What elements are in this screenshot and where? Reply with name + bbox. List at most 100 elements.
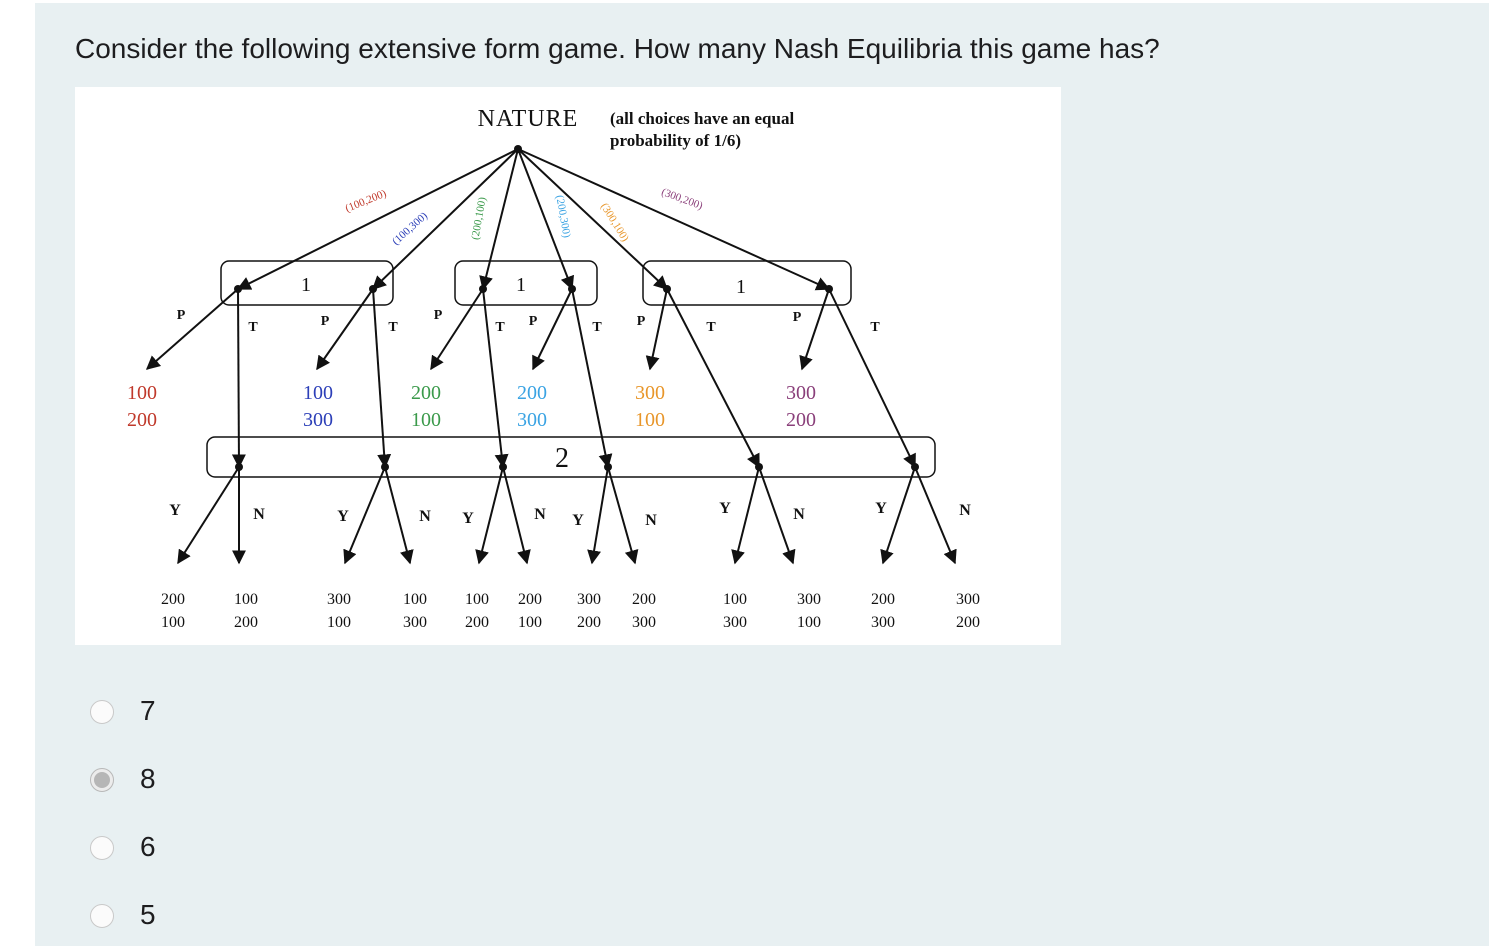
pass-payoff-top-6: 300	[786, 382, 816, 404]
game-tree-diagram: NATURE(all choices have an equalprobabil…	[127, 106, 980, 631]
no-edge-2	[384, 466, 414, 565]
final-payoff-top-10: 300	[797, 591, 821, 608]
option-7[interactable]: 7	[90, 693, 230, 733]
final-payoff-bottom-2: 200	[234, 614, 258, 631]
action-t-label-5: T	[706, 320, 716, 335]
action-n-label-4: N	[645, 512, 657, 529]
player1-node-4	[568, 285, 576, 293]
branch-label-5: (300,100)	[598, 201, 631, 244]
radio-button-selected[interactable]	[90, 768, 114, 792]
final-payoff-bottom-10: 100	[797, 614, 821, 631]
action-t-label-6: T	[870, 320, 880, 335]
branch-label-4: (200,300)	[553, 194, 572, 239]
nature-branch-1	[236, 148, 519, 290]
final-payoff-top-3: 300	[327, 591, 351, 608]
tree-nodes	[234, 145, 919, 471]
action-y-label-1: Y	[169, 502, 181, 519]
action-p-label-4: P	[529, 314, 538, 329]
player1-label-3: 1	[736, 276, 746, 298]
final-payoff-bottom-9: 300	[723, 614, 747, 631]
pass-payoff-bottom-4: 300	[517, 409, 547, 431]
yes-edge-5	[731, 466, 760, 565]
final-payoff-top-1: 200	[161, 591, 185, 608]
branch-label-1: (100,200)	[344, 187, 389, 214]
trust-edge-5	[666, 288, 760, 469]
final-payoff-top-4: 100	[403, 591, 427, 608]
final-payoff-top-2: 100	[234, 591, 258, 608]
pass-payoff-top-5: 300	[635, 382, 665, 404]
pass-payoff-top-3: 200	[411, 382, 441, 404]
trust-edge-1	[231, 288, 246, 469]
pass-payoff-bottom-1: 200	[127, 409, 157, 431]
nature-branch-5	[517, 148, 669, 290]
action-t-label-4: T	[592, 320, 602, 335]
trust-edge-3	[482, 288, 509, 469]
final-payoff-bottom-11: 300	[871, 614, 895, 631]
pass-edge-6	[799, 288, 830, 371]
option-6[interactable]: 6	[90, 829, 230, 869]
option-label: 7	[140, 695, 156, 726]
player2-node-2	[381, 463, 389, 471]
player1-node-6	[825, 285, 833, 293]
question-text: Consider the following extensive form ga…	[75, 33, 1160, 64]
branch-label-2: (100,300)	[390, 210, 430, 248]
pass-edge-2	[316, 288, 374, 371]
nature-note-line-2: probability of 1/6)	[610, 131, 741, 150]
action-p-label-2: P	[321, 314, 330, 329]
action-n-label-1: N	[253, 506, 265, 523]
player2-node-3	[499, 463, 507, 471]
trust-edge-6	[828, 288, 916, 469]
yes-edge-6	[880, 466, 916, 565]
final-payoff-top-12: 300	[956, 591, 980, 608]
yes-edge-4	[587, 466, 609, 565]
action-y-label-4: Y	[572, 512, 584, 529]
final-payoff-bottom-4: 300	[403, 614, 427, 631]
nature-branch-4	[517, 148, 574, 291]
final-payoff-bottom-7: 200	[577, 614, 601, 631]
action-p-label-1: P	[177, 308, 186, 323]
final-payoff-top-8: 200	[632, 591, 656, 608]
final-payoff-top-9: 100	[723, 591, 747, 608]
action-y-label-2: Y	[337, 508, 349, 525]
final-payoff-bottom-3: 100	[327, 614, 351, 631]
option-label: 5	[140, 899, 156, 930]
pass-edge-1	[145, 288, 239, 370]
tree-labels: NATURE(all choices have an equalprobabil…	[127, 106, 980, 631]
option-8[interactable]: 8	[90, 761, 230, 801]
player2-node-6	[911, 463, 919, 471]
player1-node-2	[369, 285, 377, 293]
final-payoff-top-7: 300	[577, 591, 601, 608]
radio-button[interactable]	[90, 836, 114, 860]
final-payoff-bottom-6: 100	[518, 614, 542, 631]
pass-payoff-bottom-2: 300	[303, 409, 333, 431]
action-n-label-3: N	[534, 506, 546, 523]
action-t-label-3: T	[495, 320, 505, 335]
player1-label-1: 1	[301, 274, 311, 296]
trust-edge-4	[571, 288, 613, 469]
radio-button[interactable]	[90, 700, 114, 724]
no-edge-3	[502, 466, 531, 565]
player2-node-1	[235, 463, 243, 471]
action-n-label-2: N	[419, 508, 431, 525]
player2-info-set	[206, 436, 936, 478]
no-edge-6	[914, 466, 957, 565]
pass-edge-4	[532, 288, 573, 371]
information-sets	[206, 260, 936, 478]
action-y-label-6: Y	[875, 500, 887, 517]
trust-edge-2	[372, 288, 392, 469]
action-n-label-6: N	[959, 502, 971, 519]
player1-label-2: 1	[516, 274, 526, 296]
radio-button[interactable]	[90, 904, 114, 928]
player1-info-set-2	[454, 260, 598, 306]
final-payoff-bottom-1: 100	[161, 614, 185, 631]
pass-payoff-top-4: 200	[517, 382, 547, 404]
final-payoff-bottom-5: 200	[465, 614, 489, 631]
final-payoff-top-11: 200	[871, 591, 895, 608]
player2-node-5	[755, 463, 763, 471]
option-5[interactable]: 5	[90, 897, 230, 937]
nature-branch-2	[371, 148, 519, 290]
final-payoff-top-5: 100	[465, 591, 489, 608]
pass-payoff-top-1: 100	[127, 382, 157, 404]
no-edge-4	[607, 466, 639, 565]
